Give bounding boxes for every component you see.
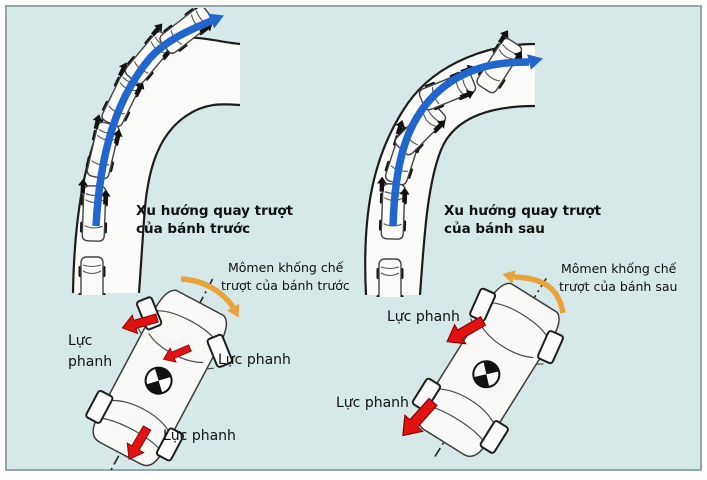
brake-force-label: Lực phanh	[336, 395, 409, 411]
bottom-left-panel: Mômen khống chế trượt của bánh trước Lực…	[68, 260, 350, 474]
brake-force-label: Lực	[68, 333, 92, 349]
moment-label-front: Mômen khống chế	[228, 260, 344, 275]
brake-force-label: Lực phanh	[218, 352, 291, 368]
yaw-moment-arrow	[180, 276, 240, 318]
car-top-view-large	[406, 274, 572, 466]
caption-front-slip: Xu hướng quay trượt	[136, 203, 294, 219]
top-left-panel: Xu hướng quay trượt của bánh trước	[71, 8, 294, 295]
moment-label-front-line2: trượt của bánh trước	[221, 278, 350, 293]
vehicle-path-arrow	[92, 13, 224, 227]
bottom-right-panel: Mômen khống chế trượt của bánh sau Lực p…	[336, 261, 677, 466]
brake-force-label-line2: phanh	[68, 354, 112, 370]
brake-force-label: Lực phanh	[163, 428, 236, 444]
caption-front-slip-line2: của bánh trước	[136, 221, 250, 237]
brake-force-label: Lực phanh	[387, 309, 460, 325]
curved-road	[364, 42, 535, 296]
caption-rear-slip: Xu hướng quay trượt	[444, 203, 602, 219]
vehicle-path-arrow	[389, 54, 543, 227]
top-right-panel: Xu hướng quay trượt của bánh sau	[364, 27, 602, 297]
moment-label-rear-line2: trượt của bánh sau	[559, 279, 677, 294]
car-top-view-large	[81, 278, 239, 474]
yaw-moment-arrow	[502, 270, 566, 314]
moment-label-rear: Mômen khống chế	[561, 261, 677, 276]
caption-rear-slip-line2: của bánh sau	[444, 221, 545, 237]
